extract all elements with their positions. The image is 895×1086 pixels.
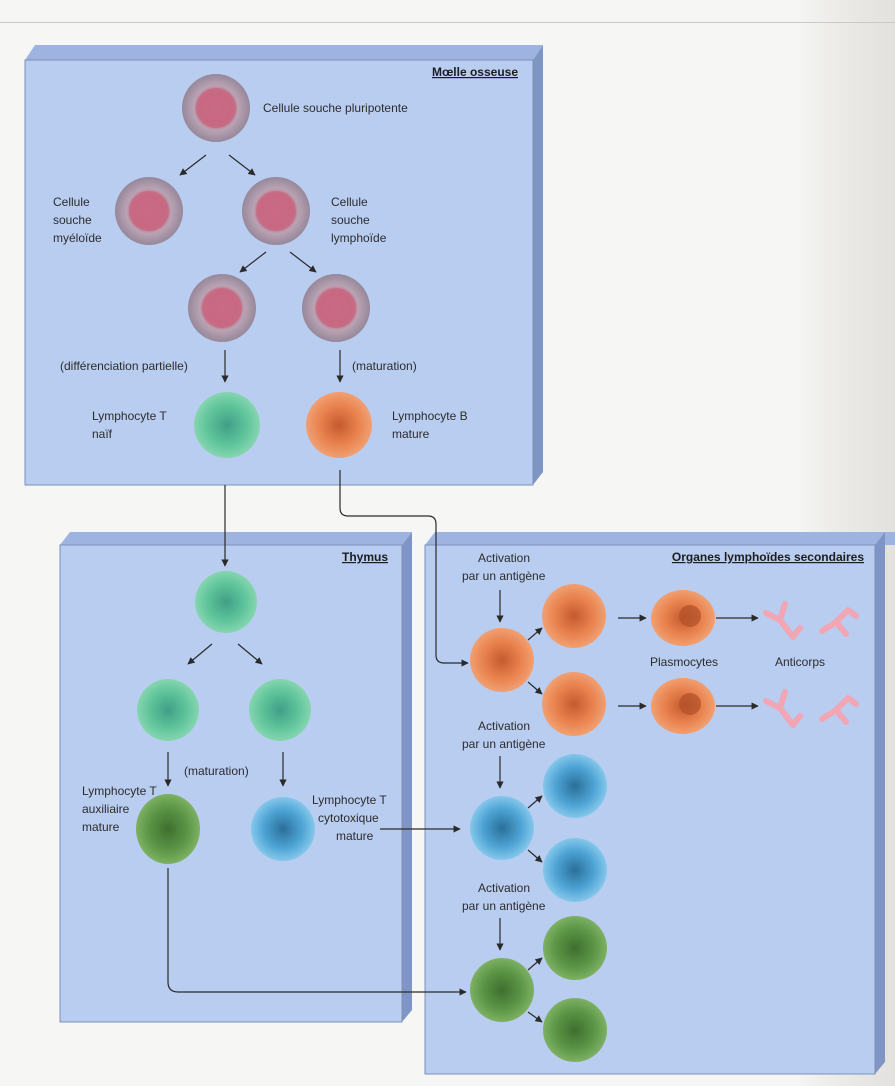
panel-title-thymus: Thymus bbox=[342, 550, 388, 564]
label-activation-2b: par un antigène bbox=[462, 737, 546, 751]
label-myeloid-3: myéloïde bbox=[53, 231, 102, 245]
bone-marrow-arrows bbox=[179, 154, 344, 383]
t-cytotoxic-clone-top bbox=[543, 754, 607, 818]
label-t-helper-3: mature bbox=[82, 820, 120, 834]
t-cytotoxic-mature bbox=[251, 797, 315, 861]
label-activation-3a: Activation bbox=[478, 881, 530, 895]
plasmocyte-bottom bbox=[651, 678, 715, 734]
panel-title-secondary: Organes lymphoïdes secondaires bbox=[672, 550, 864, 564]
t-cytotoxic-activated bbox=[470, 796, 534, 860]
t-cytotoxic-clone-bottom bbox=[543, 838, 607, 902]
t-helper-clone-bottom bbox=[543, 998, 607, 1062]
label-lymphoid-1: Cellule bbox=[331, 195, 368, 209]
connector-t-helper bbox=[167, 868, 467, 996]
label-diff-partial: (différenciation partielle) bbox=[60, 359, 188, 373]
helper-branch-arrows bbox=[496, 918, 543, 1023]
stem-cell-pluripotent bbox=[182, 74, 250, 142]
label-b-mature-2: mature bbox=[392, 427, 430, 441]
label-t-naive-2: naïf bbox=[92, 427, 113, 441]
t-helper-activated bbox=[470, 958, 534, 1022]
progenitor-cell-right bbox=[302, 274, 370, 342]
stem-cell-myeloid bbox=[115, 177, 183, 245]
label-t-helper-1: Lymphocyte T bbox=[82, 784, 157, 798]
label-t-naive-1: Lymphocyte T bbox=[92, 409, 167, 423]
label-lymphoid-3: lymphoïde bbox=[331, 231, 387, 245]
label-lymphoid-2: souche bbox=[331, 213, 370, 227]
t-helper-mature bbox=[136, 794, 200, 864]
label-activation-3b: par un antigène bbox=[462, 899, 546, 913]
antibody-icon bbox=[763, 601, 859, 728]
stem-cell-lymphoid bbox=[242, 177, 310, 245]
label-myeloid-2: souche bbox=[53, 213, 92, 227]
top-rule bbox=[0, 22, 895, 23]
label-t-helper-2: auxiliaire bbox=[82, 802, 130, 816]
label-t-cytotoxic-3: mature bbox=[336, 829, 374, 843]
label-pluripotent: Cellule souche pluripotente bbox=[263, 101, 408, 115]
t-helper-clone-top bbox=[543, 916, 607, 980]
b-cell-clone-top bbox=[542, 584, 606, 648]
t-cell-naive bbox=[194, 392, 260, 458]
panel-title-bone-marrow: Mœlle osseuse bbox=[432, 65, 518, 79]
plasmocyte-top bbox=[651, 590, 715, 646]
label-activation-1a: Activation bbox=[478, 551, 530, 565]
label-t-cytotoxic-1: Lymphocyte T bbox=[312, 793, 387, 807]
label-antibodies: Anticorps bbox=[775, 655, 825, 669]
label-t-cytotoxic-2: cytotoxique bbox=[318, 811, 379, 825]
label-activation-1b: par un antigène bbox=[462, 569, 546, 583]
b-cell-mature bbox=[306, 392, 372, 458]
label-activation-2a: Activation bbox=[478, 719, 530, 733]
b-cell-clone-bottom bbox=[542, 672, 606, 736]
panel-bone-marrow bbox=[24, 45, 543, 486]
thymocyte-left bbox=[137, 679, 199, 741]
label-maturation-thymus: (maturation) bbox=[184, 764, 249, 778]
thymocyte-right bbox=[249, 679, 311, 741]
b-branch-arrows bbox=[496, 590, 759, 710]
label-maturation-bm: (maturation) bbox=[352, 359, 417, 373]
progenitor-cell-left bbox=[188, 274, 256, 342]
label-b-mature-1: Lymphocyte B bbox=[392, 409, 468, 423]
connector-b-cell bbox=[339, 470, 469, 667]
label-myeloid-1: Cellule bbox=[53, 195, 90, 209]
thymus-arrows bbox=[164, 485, 287, 787]
b-cell-activated bbox=[470, 628, 534, 692]
thymocyte-top bbox=[195, 571, 257, 633]
cytotoxic-branch-arrows bbox=[496, 756, 543, 863]
label-plasmocytes: Plasmocytes bbox=[650, 655, 718, 669]
